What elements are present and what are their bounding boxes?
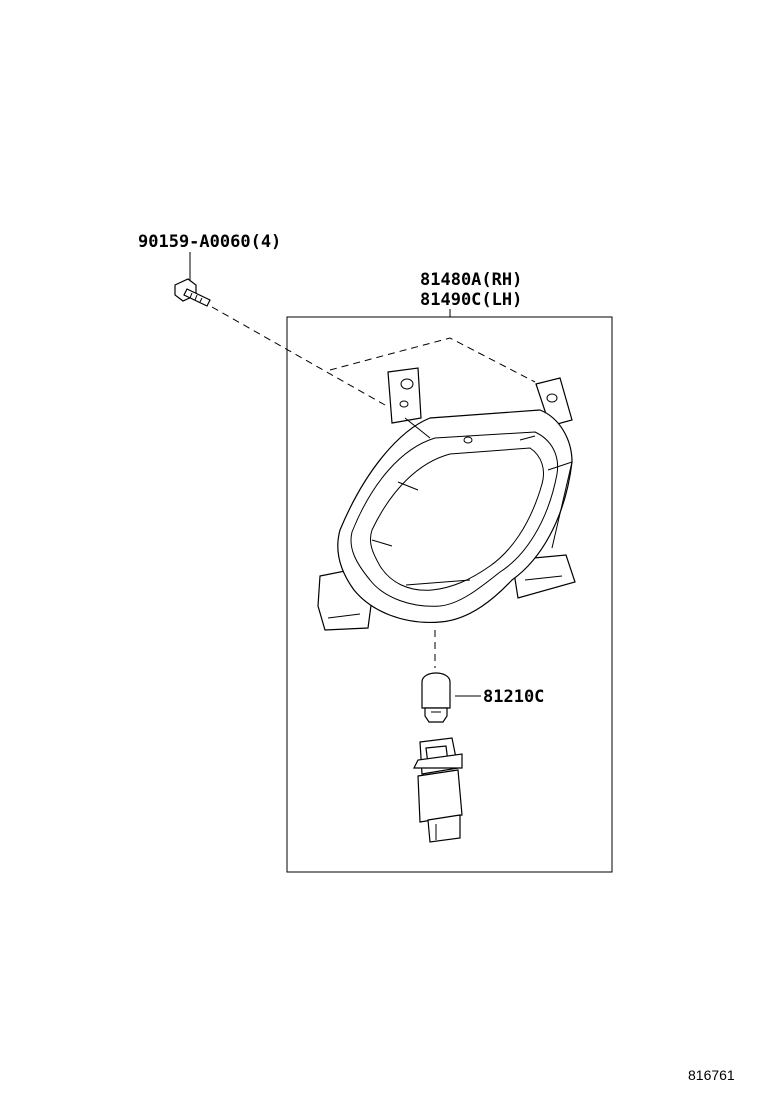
- lamp-lh-part-label[interactable]: 81490C(LH): [420, 290, 522, 310]
- lamp-rh-part-label[interactable]: 81480A(RH): [420, 270, 522, 290]
- bulb-part-label[interactable]: 81210C: [483, 687, 544, 707]
- bulb-icon[interactable]: [421, 672, 451, 723]
- bolt-icon[interactable]: [174, 278, 211, 307]
- diagram-reference-number: 816761: [688, 1067, 735, 1083]
- bulb-socket-icon[interactable]: [413, 737, 463, 843]
- fog-lamp-assembly[interactable]: [317, 367, 576, 631]
- mounting-dash-lines: [329, 337, 536, 383]
- bolt-install-line: [211, 306, 386, 406]
- assembly-frame: [286, 316, 613, 873]
- bolt-part-label[interactable]: 90159-A0060(4): [138, 232, 281, 252]
